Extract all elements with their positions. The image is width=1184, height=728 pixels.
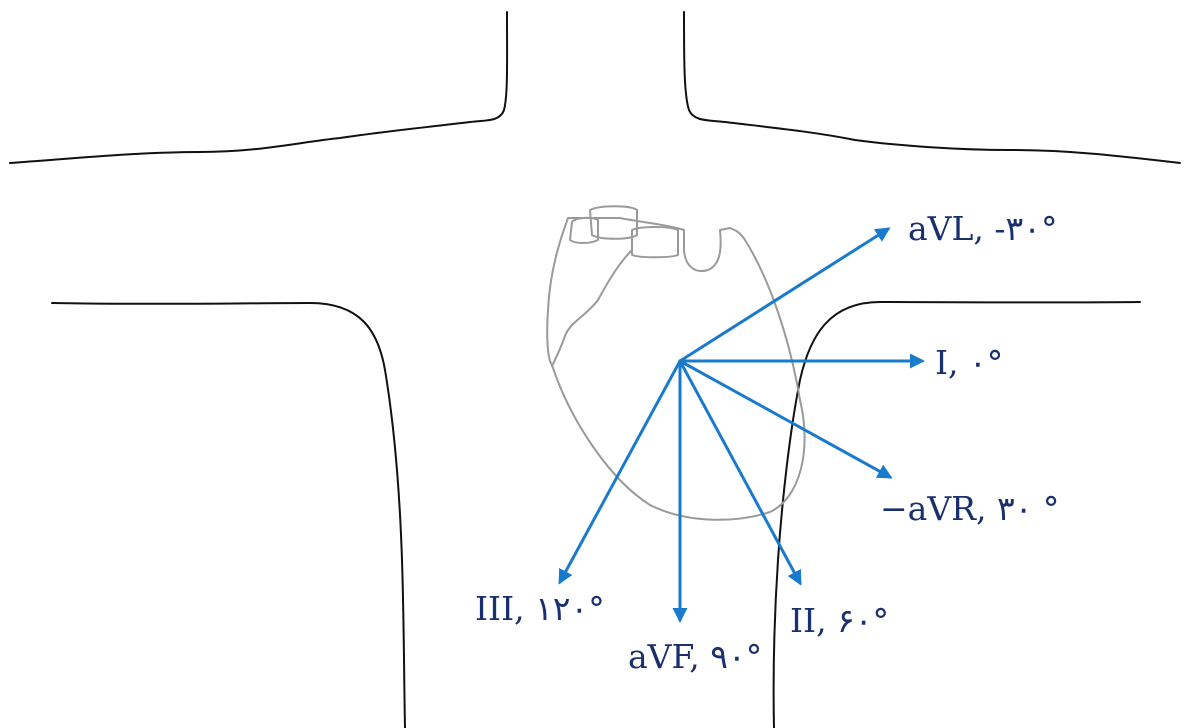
lead-i-label: I, ۰° xyxy=(935,343,1003,382)
right-neck-shoulder-line xyxy=(684,12,1180,163)
lead-minus-avr-label: −aVR, ۳۰ ° xyxy=(880,489,1059,528)
lead-iii-arrow xyxy=(560,361,680,582)
lead-avl-arrow xyxy=(680,229,888,361)
lead-avl-label: aVL, -۳۰° xyxy=(908,209,1058,248)
lead-vectors: aVL, -۳۰° I, ۰° −aVR, ۳۰ ° II, ۶۰° aVF, … xyxy=(475,209,1059,676)
left-neck-shoulder-line xyxy=(10,12,507,163)
lead-ii-label: II, ۶۰° xyxy=(790,601,889,640)
heart-vessels xyxy=(570,206,678,257)
left-torso-line xyxy=(52,303,405,728)
heart-interior-line xyxy=(552,250,632,366)
lead-iii-label: III, ۱۲۰° xyxy=(475,589,605,628)
heart-illustration xyxy=(547,206,804,520)
lead-avf-label: aVF, ۹۰° xyxy=(628,637,762,676)
